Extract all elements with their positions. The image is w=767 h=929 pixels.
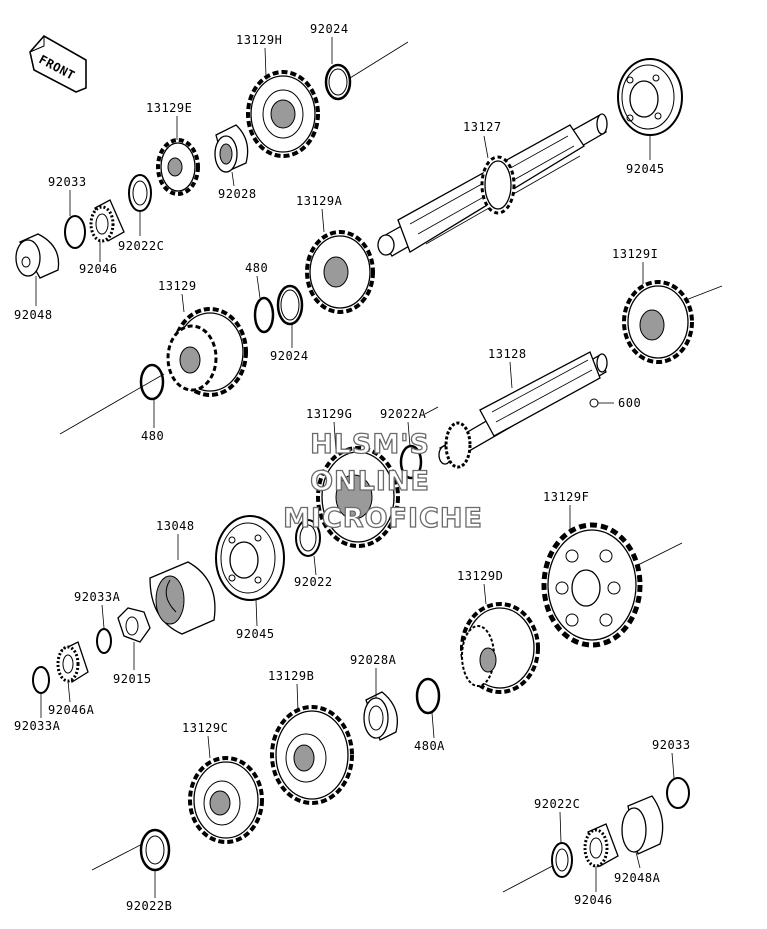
gear-13129E	[156, 138, 200, 196]
label-92033A-mid: 92033A	[74, 590, 121, 604]
label-13129E: 13129E	[146, 101, 192, 115]
label-92033A-left: 92033A	[14, 719, 61, 733]
clip-92033-top	[64, 215, 86, 249]
washer-92022A	[399, 444, 423, 480]
needle-bearing-92046A	[56, 641, 89, 683]
washer-92022	[295, 519, 321, 557]
label-92033-top: 92033	[48, 175, 87, 189]
label-92022C-bottom: 92022C	[534, 797, 580, 811]
leader-lines	[35, 37, 675, 898]
gear-13129H	[246, 70, 320, 158]
watermark-line-3: MICROFICHE	[283, 503, 483, 534]
needle-bearing-92046-top	[89, 199, 125, 243]
bearing-92045-lower	[215, 515, 285, 601]
label-92033-bottom: 92033	[652, 738, 691, 752]
label-13129B: 13129B	[268, 669, 314, 683]
clip-92033A-left	[32, 666, 50, 694]
gear-13129F	[541, 522, 643, 648]
label-13127: 13127	[463, 120, 502, 134]
label-480-mid: 480	[245, 261, 268, 275]
part-600-marker	[589, 398, 614, 408]
clip-92033A-mid	[96, 628, 112, 654]
collar-92048A	[621, 795, 664, 855]
label-92046A: 92046A	[48, 703, 95, 717]
label-13129G: 13129G	[306, 407, 352, 421]
label-92046-bottom: 92046	[574, 893, 613, 907]
label-92022B: 92022B	[126, 899, 172, 913]
label-92045-lower: 92045	[236, 627, 275, 641]
label-13129H: 13129H	[236, 33, 282, 47]
label-92024-top: 92024	[310, 22, 349, 36]
hub-13048	[149, 561, 216, 635]
circlip-92024-top	[324, 63, 352, 101]
label-13129: 13129	[158, 279, 197, 293]
shaft-13128	[438, 351, 608, 469]
shaft-13127	[377, 113, 608, 257]
nut-92015	[117, 607, 151, 643]
washer-92022C-bottom	[551, 842, 573, 878]
label-92022C-top: 92022C	[118, 239, 164, 253]
bushing-92028A	[363, 691, 399, 741]
label-600: 600	[618, 396, 641, 410]
circlip-480-mid	[253, 296, 275, 334]
gear-13129B	[270, 705, 354, 805]
label-480-left: 480	[141, 429, 164, 443]
label-92046-top: 92046	[79, 262, 118, 276]
label-92048: 92048	[14, 308, 53, 322]
gear-13129	[166, 307, 248, 397]
washer-92022B	[139, 828, 171, 872]
gear-13129I	[622, 280, 694, 364]
label-13129F: 13129F	[543, 490, 589, 504]
label-13129I: 13129I	[612, 247, 658, 261]
washer-92022C-top	[128, 174, 152, 212]
circlip-480-left	[139, 363, 165, 401]
bearing-92045-top	[617, 58, 683, 136]
label-13129A: 13129A	[296, 194, 343, 208]
gear-13129A	[305, 230, 375, 314]
label-92022: 92022	[294, 575, 333, 589]
watermark-line-1: HLSM'S	[310, 429, 430, 460]
gear-13129C	[188, 756, 264, 844]
clip-92033-bottom	[666, 777, 690, 809]
label-92024-mid: 92024	[270, 349, 309, 363]
label-480A: 480A	[414, 739, 445, 753]
label-13128: 13128	[488, 347, 527, 361]
label-92028: 92028	[218, 187, 257, 201]
label-92045-top: 92045	[626, 162, 665, 176]
circlip-480A	[415, 677, 441, 715]
bushing-92028	[214, 124, 249, 173]
label-92015: 92015	[113, 672, 152, 686]
watermark-line-2: ONLINE	[310, 466, 430, 497]
label-92028A: 92028A	[350, 653, 397, 667]
part-labels: 13129H 92024 13129E 92028 13127 92045 92…	[14, 22, 691, 913]
label-92048A: 92048A	[614, 871, 661, 885]
gear-13129G	[316, 446, 400, 548]
gear-13129D	[460, 602, 540, 694]
collar-92048	[15, 233, 60, 279]
watermark: HLSM'S ONLINE MICROFICHE	[282, 428, 483, 534]
needle-bearing-92046-bottom	[583, 823, 619, 868]
label-13129D: 13129D	[457, 569, 503, 583]
label-13048: 13048	[156, 519, 195, 533]
label-92022A: 92022A	[380, 407, 427, 421]
front-arrow-icon: FRONT	[29, 34, 87, 93]
label-13129C: 13129C	[182, 721, 228, 735]
circlip-92024-mid	[276, 284, 304, 326]
